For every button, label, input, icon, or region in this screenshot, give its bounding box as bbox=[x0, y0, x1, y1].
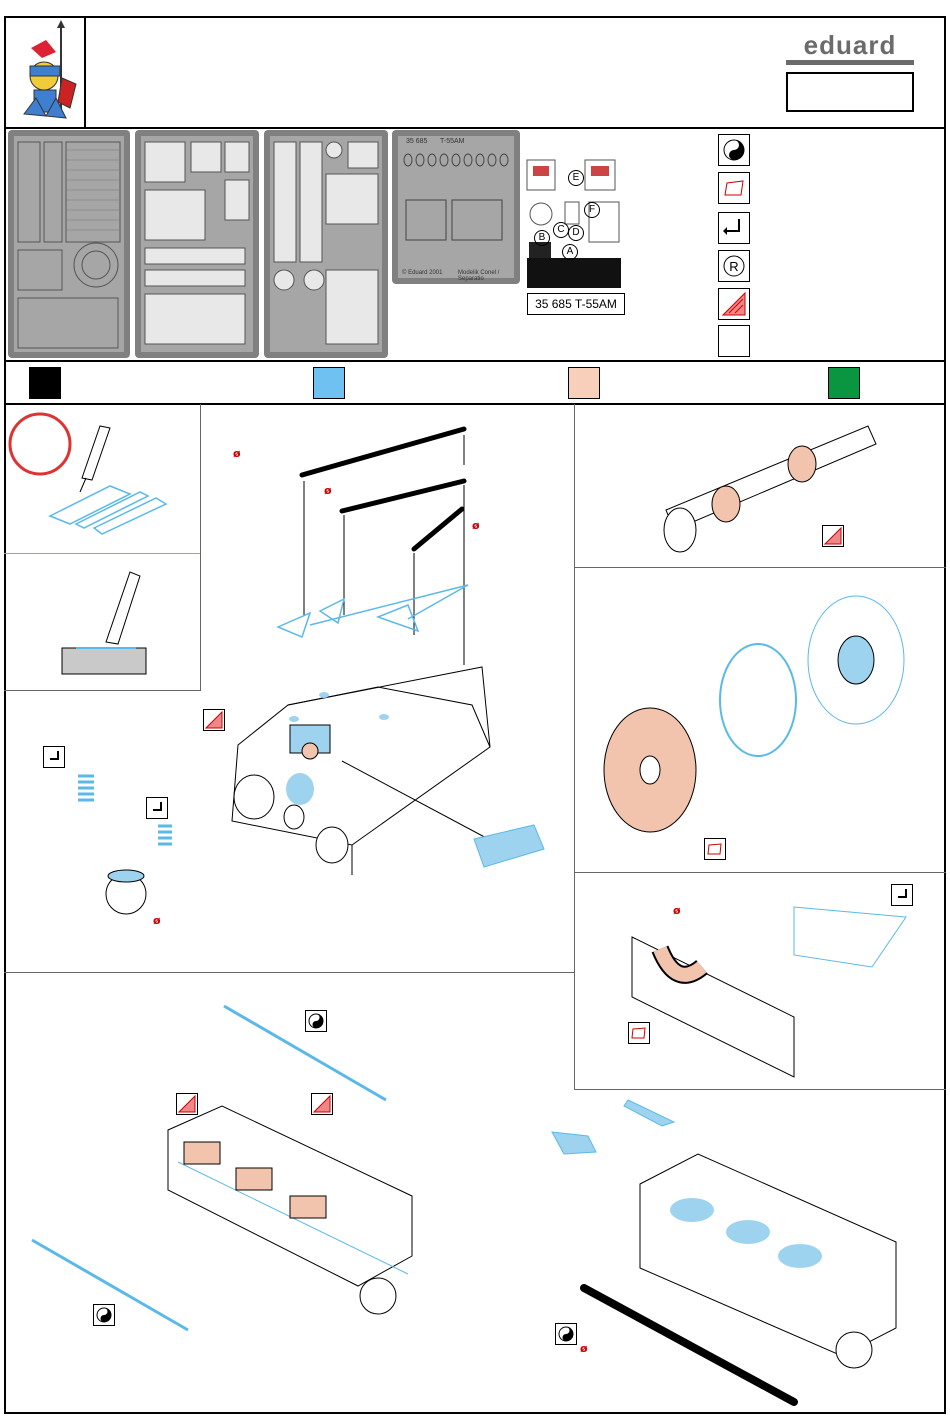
decal-letter-f: F bbox=[584, 202, 600, 218]
fret-sheet-1 bbox=[8, 130, 130, 358]
remove-icon-head-right bbox=[311, 1093, 333, 1115]
remove-icon-engine-top bbox=[203, 709, 225, 731]
two-parts-icon-covers bbox=[555, 1323, 577, 1345]
right-panel-divider-1 bbox=[574, 567, 946, 568]
diameter-symbol-3: ø bbox=[472, 519, 480, 532]
decal-letter-e: E bbox=[568, 170, 584, 186]
bend-icon bbox=[718, 212, 750, 244]
right-panel-divider-2 bbox=[574, 872, 946, 873]
paint-icon bbox=[718, 172, 750, 204]
brand-logo: eduard bbox=[786, 30, 914, 60]
remove-icon-shell bbox=[822, 525, 844, 547]
spring-filter-illustration bbox=[70, 770, 200, 920]
cylinder-heads-illustration bbox=[28, 996, 458, 1396]
right-column-divider bbox=[574, 404, 575, 1090]
diameter-symbol-4: ø bbox=[153, 914, 161, 927]
diameter-symbol-1: ø bbox=[233, 447, 241, 460]
fret-sheet-3 bbox=[264, 130, 388, 358]
right-panel-divider-3 bbox=[574, 1089, 946, 1090]
decal-letter-b: B bbox=[534, 230, 550, 246]
decal-letter-c: C bbox=[553, 222, 569, 238]
shell-illustration bbox=[576, 406, 944, 566]
decal-letter-a: A bbox=[562, 244, 578, 260]
sheet-row-bottom bbox=[4, 360, 946, 362]
mascot-logo bbox=[6, 18, 84, 126]
lower-panel-divider bbox=[4, 972, 575, 973]
tips-mid-divider bbox=[4, 553, 200, 554]
tip-glue-illustration bbox=[6, 556, 198, 686]
engine-block-top-illustration bbox=[202, 405, 572, 970]
fret-legend: Modelik Conel / Separatio bbox=[458, 270, 520, 282]
color-swatch-flesh bbox=[568, 367, 600, 399]
tip-cutting-illustration bbox=[6, 408, 198, 550]
decal-sheet-label: 35 685 T-55AM bbox=[527, 293, 625, 315]
head-covers-illustration bbox=[548, 1092, 944, 1410]
two-parts-icon bbox=[718, 134, 750, 166]
svg-text:R: R bbox=[729, 259, 738, 274]
paint-icon-fan bbox=[704, 838, 726, 860]
bend-icon-spring-1 bbox=[43, 746, 65, 768]
replace-icon: R bbox=[718, 250, 750, 282]
tips-divider-v bbox=[200, 404, 201, 691]
header-bottom-rule bbox=[4, 127, 946, 129]
kit-code-box bbox=[786, 72, 914, 112]
paint-icon-bracket bbox=[628, 1022, 650, 1044]
diameter-symbol-5: ø bbox=[673, 904, 681, 917]
color-swatch-blue bbox=[313, 367, 345, 399]
remove-icon-head-left bbox=[176, 1093, 198, 1115]
bend-icon-bracket bbox=[891, 884, 913, 906]
diameter-symbol-2: ø bbox=[324, 484, 332, 497]
fret-sheet-4: 35 685 T-55AM © Eduard 2001 Modelik Cone… bbox=[392, 130, 520, 284]
tips-divider-h bbox=[4, 690, 201, 691]
two-parts-icon-bottom-rail bbox=[93, 1304, 115, 1326]
decal-letter-d: D bbox=[568, 225, 584, 241]
fret-sheet-2 bbox=[135, 130, 259, 358]
color-swatch-black bbox=[29, 367, 61, 399]
two-parts-icon-top-rail bbox=[305, 1010, 327, 1032]
color-swatch-green bbox=[828, 367, 860, 399]
header-divider bbox=[84, 18, 86, 128]
diameter-symbol-6: ø bbox=[580, 1342, 588, 1355]
fan-illustration bbox=[576, 570, 944, 870]
blank-icon bbox=[718, 325, 750, 357]
bracket-illustration bbox=[576, 875, 944, 1087]
remove-icon bbox=[718, 288, 750, 320]
brand-underline bbox=[786, 60, 914, 65]
brand-name: eduard bbox=[786, 30, 914, 61]
fret-copyright: © Eduard 2001 bbox=[402, 270, 442, 276]
